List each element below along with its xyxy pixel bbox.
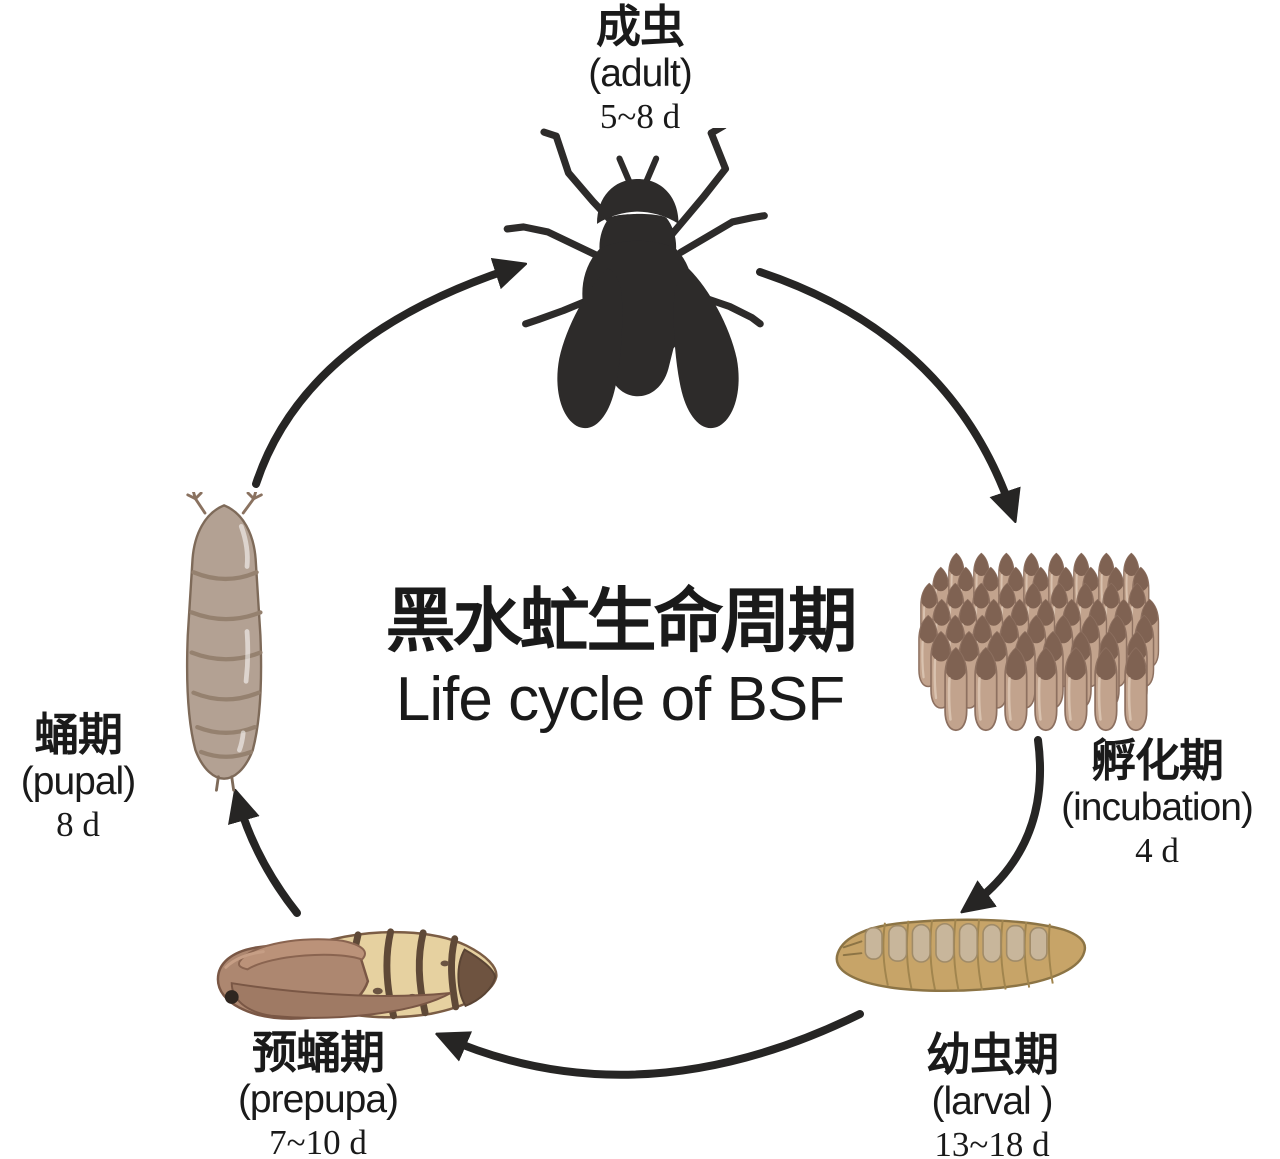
arrow-larva-to-prepupa	[446, 1010, 864, 1079]
stage-duration: 5~8 d	[599, 97, 681, 137]
stage-name-en: (incubation)	[1061, 786, 1254, 830]
stage-label-adult: 成虫 (adult) 5~8 d	[440, 1, 840, 138]
arrow-adult-to-eggs	[756, 268, 1012, 512]
stage-name-en: (larval )	[931, 1080, 1053, 1124]
larva-illustration	[828, 910, 1093, 1004]
stage-label-prepupa: 预蛹期 (prepupa) 7~10 d	[168, 1027, 468, 1159]
diagram-title-zh: 黑水虻生命周期	[385, 582, 858, 660]
diagram-title-en: Life cycle of BSF	[395, 664, 845, 734]
stage-name-zh: 孵化期	[1090, 735, 1224, 786]
stage-duration: 4 d	[1135, 831, 1179, 871]
arrow-eggs-to-larva	[970, 736, 1045, 906]
egg-cluster-illustration	[912, 548, 1164, 734]
stage-label-pupal: 蛹期 (pupal) 8 d	[0, 709, 156, 846]
stage-name-en: (prepupa)	[237, 1078, 399, 1122]
stage-name-zh: 预蛹期	[251, 1027, 385, 1078]
pupa-icon	[185, 490, 263, 792]
prepupa-illustration	[212, 922, 508, 1033]
eggs-icon	[917, 552, 1160, 732]
larva-icon	[835, 918, 1087, 993]
stage-duration: 13~18 d	[934, 1125, 1050, 1159]
stage-name-zh: 幼虫期	[925, 1029, 1059, 1080]
stage-name-zh: 蛹期	[33, 709, 123, 760]
fly-icon	[503, 122, 768, 429]
adult-fly-silhouette-illustration	[495, 122, 801, 465]
stage-duration: 7~10 d	[269, 1123, 367, 1159]
diagram-title: 黑水虻生命周期 Life cycle of BSF	[330, 582, 910, 734]
pupa-illustration	[170, 490, 282, 794]
prepupa-icon	[216, 928, 498, 1020]
arrow-pupa-to-adult	[252, 267, 516, 488]
stage-name-zh: 成虫	[595, 1, 685, 52]
arrow-prepupa-to-pupa	[238, 800, 301, 917]
stage-duration: 8 d	[56, 805, 100, 845]
stage-name-en: (pupal)	[20, 760, 136, 804]
stage-name-en: (adult)	[588, 52, 693, 96]
stage-label-larval: 幼虫期 (larval ) 13~18 d	[852, 1029, 1132, 1159]
stage-label-incubation: 孵化期 (incubation) 4 d	[1012, 735, 1280, 872]
